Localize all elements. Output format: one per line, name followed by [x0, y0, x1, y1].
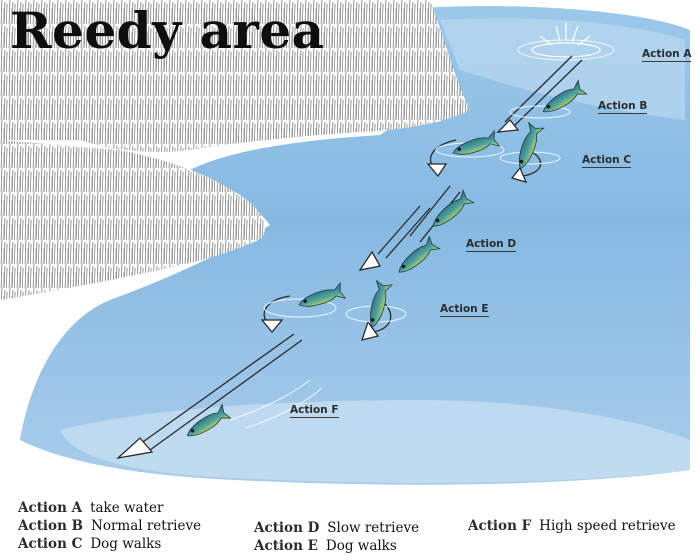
- legend-desc: take water: [90, 500, 164, 516]
- label-action-d: Action D: [466, 238, 517, 252]
- legend-desc: Dog walks: [325, 538, 397, 554]
- legend-desc: Dog walks: [90, 536, 162, 552]
- water-highlight: [440, 18, 685, 121]
- page-title: Reedy area: [10, 1, 325, 60]
- label-action-f: Action F: [290, 404, 339, 418]
- label-action-c: Action C: [582, 154, 632, 168]
- legend-key: Action D: [254, 520, 320, 536]
- legend-item: Action E Dog walks: [254, 538, 397, 554]
- legend-key: Action E: [254, 538, 318, 554]
- legend-key: Action C: [18, 536, 83, 552]
- legend-key: Action B: [18, 518, 83, 534]
- legend-item: Action C Dog walks: [18, 536, 161, 552]
- legend-desc: Normal retrieve: [91, 518, 202, 534]
- legend-item: Action B Normal retrieve: [18, 518, 201, 534]
- reedy-area-scene: [0, 0, 690, 485]
- legend-item: Action D Slow retrieve: [254, 520, 419, 536]
- legend-item: Action A take water: [18, 500, 163, 516]
- legend-item: Action F High speed retrieve: [468, 518, 676, 534]
- legend-desc: Slow retrieve: [327, 520, 420, 536]
- splash-icon: [517, 22, 615, 61]
- label-action-b: Action B: [598, 100, 648, 114]
- label-action-a: Action A: [642, 48, 692, 62]
- legend-key: Action A: [18, 500, 83, 516]
- label-action-e: Action E: [440, 303, 489, 317]
- reeds-upper: [0, 0, 470, 152]
- retrieve-arrows: [115, 55, 583, 460]
- water-surface: [20, 6, 690, 485]
- legend-key: Action F: [468, 518, 532, 534]
- legend-desc: High speed retrieve: [539, 518, 676, 534]
- reeds-lower: [0, 140, 265, 300]
- action-legend: Action A take water Action B Normal retrie…: [0, 496, 700, 560]
